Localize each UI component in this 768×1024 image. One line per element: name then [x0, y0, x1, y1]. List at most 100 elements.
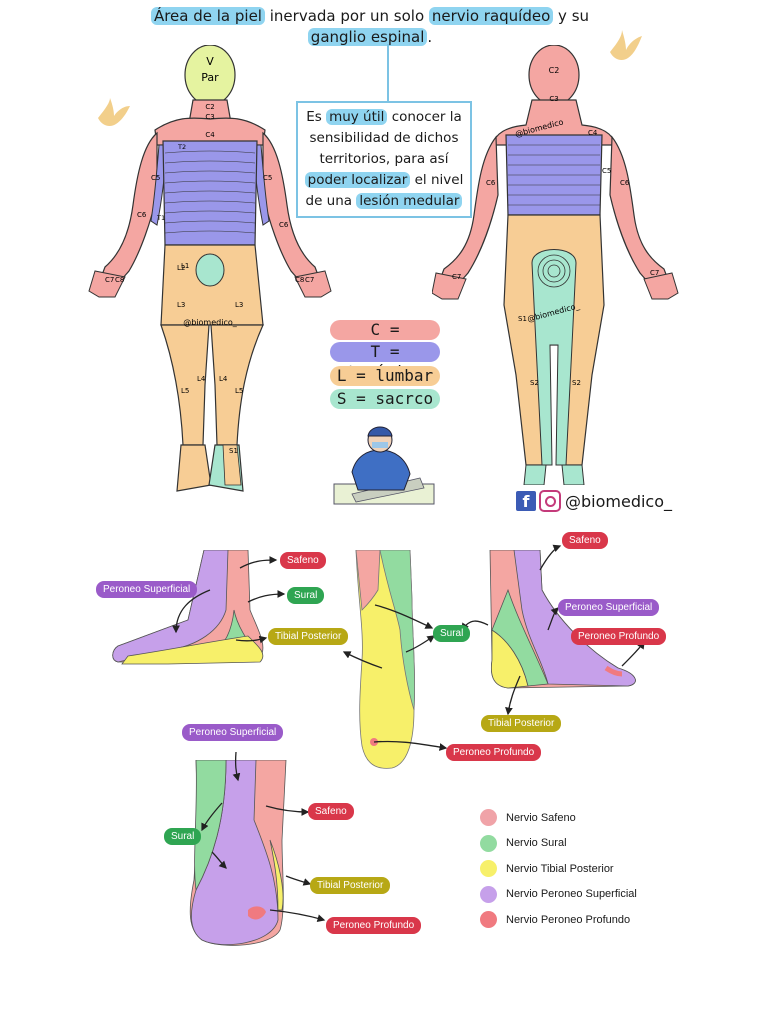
- label-c8: C8: [115, 276, 124, 284]
- label-c5-r: C5: [263, 174, 272, 182]
- legend-lumbar: L = lumbar: [330, 366, 440, 386]
- foot-legend: Nervio Safeno Nervio Sural Nervio Tibial…: [480, 805, 637, 933]
- label-l3: L3: [177, 301, 185, 309]
- label-tibial-posterior-3: Tibial Posterior: [310, 877, 391, 894]
- label-sural-3: Sural: [164, 828, 202, 845]
- info-text: sensibilidad de dichos: [309, 130, 459, 146]
- label-c7-r: C7: [305, 276, 314, 284]
- label-par: Par: [201, 71, 219, 84]
- label-tibial-posterior-2: Tibial Posterior: [481, 715, 562, 732]
- brand-handle: @biomedico_: [565, 491, 673, 511]
- info-text: territorios, para así: [319, 151, 449, 167]
- label-peroneo-profundo-3: Peroneo Profundo: [326, 917, 422, 934]
- legend-dot: [480, 911, 497, 929]
- label-l5: L5: [181, 387, 189, 395]
- info-text: de una: [305, 193, 357, 209]
- label-s2-back: S2: [530, 379, 539, 387]
- title-highlight-nerve: nervio raquídeo: [428, 7, 554, 25]
- label-s1-back: S1: [518, 315, 527, 323]
- legend-row-tibial: Nervio Tibial Posterior: [480, 856, 637, 882]
- label-c5: C5: [151, 174, 160, 182]
- foot-dorsal-view: [189, 760, 287, 946]
- label-l5-r: L5: [235, 387, 243, 395]
- label-sural-2: Sural: [433, 625, 471, 642]
- label-peroneo-superficial-2: Peroneo Superficial: [558, 599, 660, 616]
- legend-dot: [480, 809, 497, 827]
- label-s2-back-r: S2: [572, 379, 581, 387]
- body-front-dermatomes: V Par C2 C3 C4 C5 C5 C6 C6 C7 C8 C8 C7 T…: [88, 45, 332, 492]
- legend-row-safeno: Nervio Safeno: [480, 805, 637, 831]
- legend-row-sural: Nervio Sural: [480, 831, 637, 857]
- instagram-icon[interactable]: [539, 490, 561, 512]
- label-t2: T2: [177, 143, 186, 151]
- legend-label: Nervio Tibial Posterior: [506, 862, 614, 875]
- label-l3-r: L3: [235, 301, 243, 309]
- legend-sacro: S = sacrco: [330, 389, 440, 409]
- legend-label: Nervio Safeno: [506, 811, 576, 824]
- legend-cervical: C = cervical: [330, 320, 440, 359]
- label-s1: S1: [229, 447, 238, 455]
- brand-bar: f @biomedico_: [516, 490, 672, 512]
- label-c6: C6: [137, 211, 147, 219]
- label-c6-back: C6: [486, 179, 496, 187]
- legend-dot: [480, 834, 497, 852]
- info-highlight: muy útil: [326, 109, 388, 125]
- label-safeno-1: Safeno: [280, 552, 326, 569]
- label-t1: T1: [156, 214, 165, 222]
- connector-line: [387, 44, 389, 102]
- watermark-front: @biomedico_: [183, 318, 238, 327]
- info-text: el nivel: [410, 172, 464, 188]
- label-peroneo-profundo-1: Peroneo Profundo: [571, 628, 667, 645]
- label-l4-r: L4: [219, 375, 228, 383]
- label-peroneo-superficial-1: Peroneo Superficial: [96, 581, 198, 598]
- foot-lateral-view: [489, 550, 636, 689]
- label-c7-back: C7: [452, 273, 461, 281]
- title-period: .: [427, 28, 433, 46]
- body-back-dermatomes: C2 C3 C4 C5 C6 C6 C7 C7 S1 S2 S2 @biomed…: [432, 45, 679, 485]
- foot-medial-view: [112, 550, 264, 665]
- legend-row-peroneo-profundo: Nervio Peroneo Profundo: [480, 907, 637, 933]
- label-c7: C7: [105, 276, 114, 284]
- legend-dot: [480, 885, 497, 903]
- page-title: Área de la piel inervada por un solo ner…: [150, 6, 590, 48]
- label-c7-back-r: C7: [650, 269, 659, 277]
- label-c5-back: C5: [602, 167, 611, 175]
- legend-row-peroneo-superficial: Nervio Peroneo Superficial: [480, 882, 637, 908]
- bird-icon-right: [610, 30, 642, 60]
- surgeon-illustration: [333, 426, 435, 505]
- label-v: V: [206, 55, 214, 68]
- facebook-icon[interactable]: f: [516, 491, 536, 511]
- label-peroneo-profundo-2: Peroneo Profundo: [446, 744, 542, 761]
- label-c6-r: C6: [279, 221, 289, 229]
- info-text: conocer la: [387, 109, 462, 125]
- label-c3: C3: [205, 113, 214, 121]
- legend-dot: [480, 860, 497, 878]
- label-c4: C4: [205, 131, 215, 139]
- label-c4-back: C4: [588, 129, 598, 137]
- legend-label: Nervio Peroneo Superficial: [506, 888, 637, 901]
- callout-arrows: [172, 544, 645, 922]
- label-sural-1: Sural: [287, 587, 325, 604]
- info-highlight: lesión medular: [356, 193, 463, 209]
- info-highlight: poder localizar: [304, 172, 411, 188]
- label-safeno-2: Safeno: [562, 532, 608, 549]
- label-peroneo-superficial-3: Peroneo Superficial: [182, 724, 284, 741]
- info-box: Es muy útil conocer la sensibilidad de d…: [296, 101, 472, 218]
- legend-label: Nervio Sural: [506, 837, 567, 850]
- label-l4: L4: [197, 375, 206, 383]
- label-safeno-3: Safeno: [308, 803, 354, 820]
- label-c8-r: C8: [295, 276, 304, 284]
- label-l1: L1: [181, 262, 189, 270]
- legend-label: Nervio Peroneo Profundo: [506, 913, 631, 926]
- label-tibial-posterior-1: Tibial Posterior: [268, 628, 349, 645]
- label-c6-back-r: C6: [620, 179, 630, 187]
- label-c3-back: C3: [549, 95, 558, 103]
- label-l2: L2: [177, 264, 185, 272]
- info-text: Es: [306, 109, 327, 125]
- legend-toracico: T = torácico: [330, 342, 440, 381]
- label-c2: C2: [205, 103, 214, 111]
- label-c2-back: C2: [549, 66, 560, 75]
- bird-icon-left: [98, 98, 130, 126]
- title-highlight-area: Área de la piel: [150, 7, 265, 25]
- foot-plantar-view: [355, 550, 415, 769]
